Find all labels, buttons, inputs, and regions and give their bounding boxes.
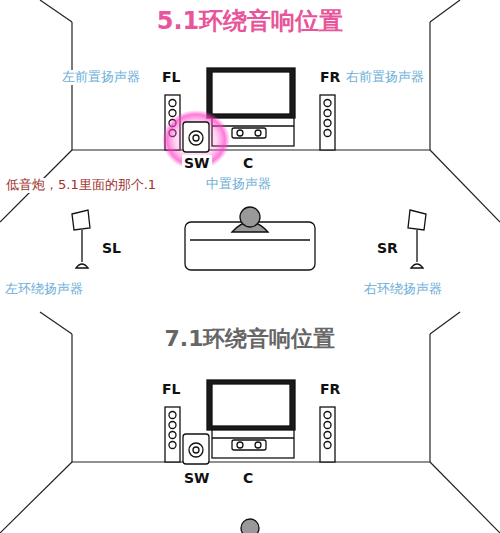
speaker-name: 左环绕扬声器	[3, 282, 85, 297]
section-title: 7.1环绕音响位置	[163, 326, 338, 351]
annotation: 低音炮，5.1里面的那个.1	[4, 178, 158, 193]
speaker-name: 左前置扬声器	[60, 70, 142, 85]
speaker-name: 中置扬声器	[204, 177, 273, 192]
speaker-code: FL	[160, 381, 182, 397]
speaker-code: FL	[160, 69, 182, 85]
speaker-code: FR	[318, 69, 342, 85]
speaker-code: SW	[182, 155, 212, 171]
speaker-code: C	[241, 470, 255, 486]
speaker-code: FR	[318, 381, 342, 397]
speaker-code: SW	[182, 470, 212, 486]
main-title: 5.1环绕音响位置	[155, 8, 346, 36]
speaker-code: SL	[100, 240, 123, 256]
speaker-code: C	[241, 155, 255, 171]
speaker-name: 右环绕扬声器	[362, 282, 444, 297]
speaker-name: 右前置扬声器	[344, 70, 426, 85]
speaker-code: SR	[375, 240, 400, 256]
